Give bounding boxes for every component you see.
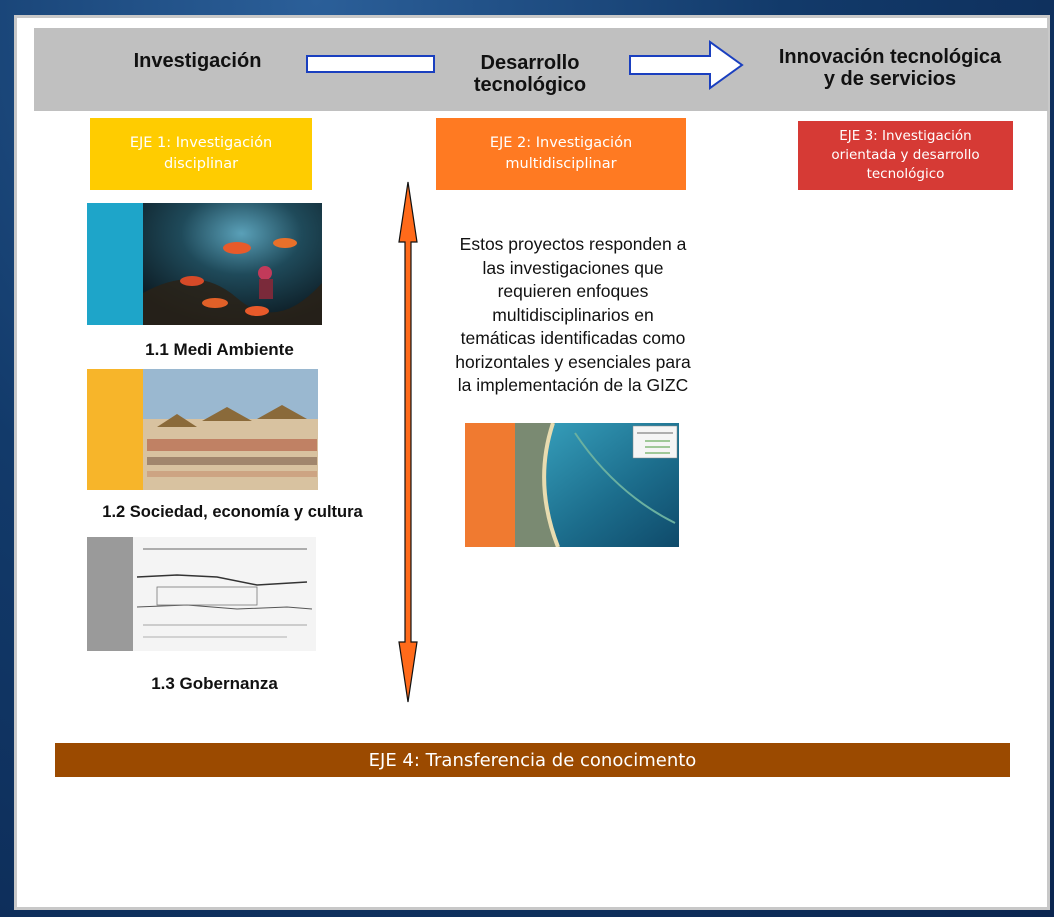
eje1-box: EJE 1: Investigación disciplinar: [90, 118, 312, 190]
stage-innovacion-line1: Innovación tecnológica: [778, 46, 1002, 68]
description-line: temáticas identificadas como: [460, 328, 686, 348]
coast-aerial-image: [465, 423, 679, 547]
description-line: la implementación de la GIZC: [457, 375, 689, 395]
description-line: horizontales y esenciales para: [455, 351, 691, 372]
sociedad-image: [87, 369, 318, 490]
caption-medi-ambiente: 1.1 Medi Ambiente: [145, 340, 294, 359]
medi-ambiente-image: [87, 203, 322, 325]
stage-desarrollo-line1: Desarrollo: [480, 52, 580, 74]
eje2-line1: EJE 2: Investigación: [489, 135, 633, 151]
description-line: requieren enfoques: [497, 281, 649, 301]
eje3-box: EJE 3: Investigación orientada y desarro…: [798, 121, 1013, 190]
eje4-bar: EJE 4: Transferencia de conocimento: [55, 743, 1010, 777]
stage-desarrollo-line2: tecnológico: [473, 74, 587, 96]
outline-arrow-right-icon: [306, 55, 435, 73]
description-line: multidisciplinarios en: [492, 304, 654, 325]
eje3-line2: orientada y desarrollo: [831, 147, 980, 163]
eje1-line1: EJE 1: Investigación: [129, 135, 273, 151]
stage-investigacion: Investigación: [133, 50, 262, 72]
double-arrow-vertical-icon: [398, 181, 418, 703]
outline-arrow-right-icon: [629, 40, 744, 90]
gobernanza-image: [87, 537, 316, 651]
caption-gobernanza: 1.3 Gobernanza: [151, 674, 278, 693]
stage-desarrollo: Desarrollo tecnológico: [440, 52, 620, 96]
eje3-line1: EJE 3: Investigación: [839, 128, 972, 144]
stage-innovacion: Innovación tecnológica y de servicios: [745, 46, 1035, 90]
stage-innovacion-line2: y de servicios: [823, 68, 957, 90]
process-bar: [34, 28, 1048, 111]
caption-sociedad: 1.2 Sociedad, economía y cultura: [102, 503, 363, 521]
eje3-line3: tecnológico: [866, 166, 945, 182]
description-line: las investigaciones que: [482, 257, 664, 278]
description-line: Estos proyectos responden a: [459, 234, 687, 254]
eje2-line2: multidisciplinar: [505, 156, 617, 172]
eje4-label: EJE 4: Transferencia de conocimento: [368, 749, 697, 771]
eje2-box: EJE 2: Investigación multidisciplinar: [436, 118, 686, 190]
eje1-line2: disciplinar: [163, 156, 239, 172]
eje2-description: Estos proyectos responden a las investig…: [418, 233, 728, 398]
